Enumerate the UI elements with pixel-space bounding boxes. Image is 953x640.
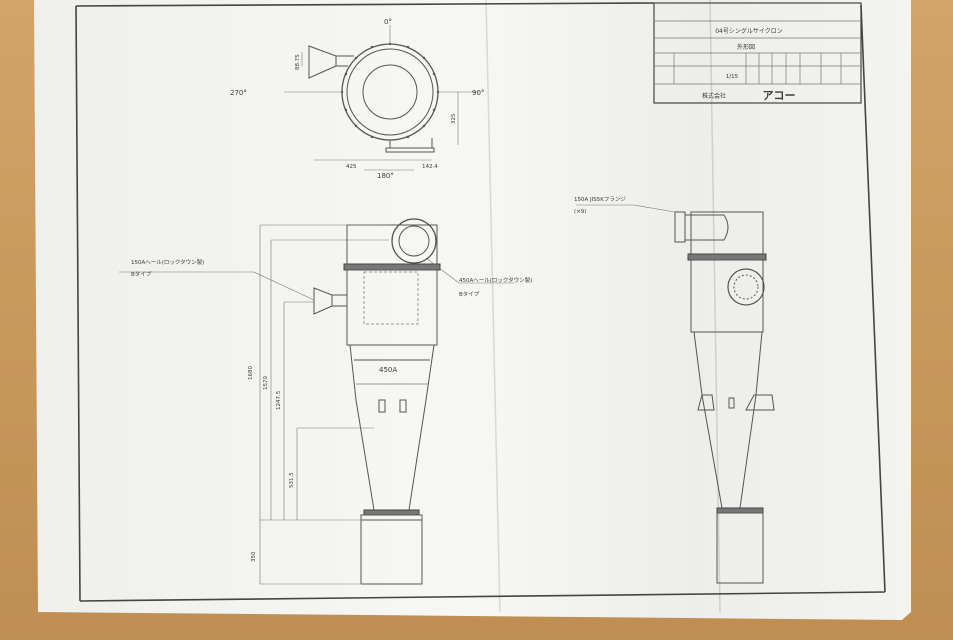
dim-vertical-small: 88.75 — [295, 54, 301, 70]
dim-offset: 142.4 — [422, 164, 438, 170]
plan-dimensions: 0° 270° 90° 180° 88.75 325 425 142.4 — [230, 18, 484, 180]
outlet-label: 450Aヘール(ロックタウン製) — [459, 276, 532, 284]
flange-note: (×9) — [574, 209, 586, 215]
company-prefix: 株式会社 — [702, 92, 726, 100]
dim-width: 425 — [346, 164, 357, 170]
company-brand: アコー — [763, 89, 796, 102]
scale-value: 1/15 — [726, 74, 739, 80]
flange-label: 150A JIS5Kフランジ — [574, 196, 626, 203]
height-531-5: 531.5 — [289, 472, 295, 488]
height-350: 350 — [251, 551, 257, 562]
dim-bottom: 180° — [377, 172, 394, 180]
drawing-type: 外形図 — [737, 43, 755, 51]
side-view — [576, 204, 775, 584]
height-1680: 1680 — [248, 366, 254, 380]
diameter-label: 450A — [379, 366, 397, 374]
side-labels: 150A JIS5Kフランジ (×9) — [574, 196, 626, 215]
drawing-sheet: 04号シングルサイクロン 外形図 1/15 株式会社 アコー — [34, 0, 911, 620]
inlet-type: Bタイプ — [131, 270, 152, 278]
dim-top: 0° — [384, 18, 392, 26]
dim-right: 90° — [472, 89, 484, 97]
front-view — [119, 218, 514, 585]
height-1570: 1570 — [263, 376, 269, 390]
plan-view — [284, 25, 479, 171]
product-name: 04号シングルサイクロン — [715, 27, 783, 35]
dim-left: 270° — [230, 89, 247, 97]
drawing-frame — [75, 2, 886, 602]
title-block: 04号シングルサイクロン 外形図 1/15 株式会社 アコー — [653, 2, 862, 104]
outlet-type: Bタイプ — [459, 290, 480, 298]
height-1247-5: 1247.5 — [276, 390, 282, 410]
dim-vertical-right: 325 — [451, 113, 457, 124]
inlet-label: 150Aヘール(ロックタウン製) — [131, 258, 204, 266]
front-labels: 150Aヘール(ロックタウン製) Bタイプ 450Aヘール(ロックタウン製) B… — [131, 258, 532, 562]
